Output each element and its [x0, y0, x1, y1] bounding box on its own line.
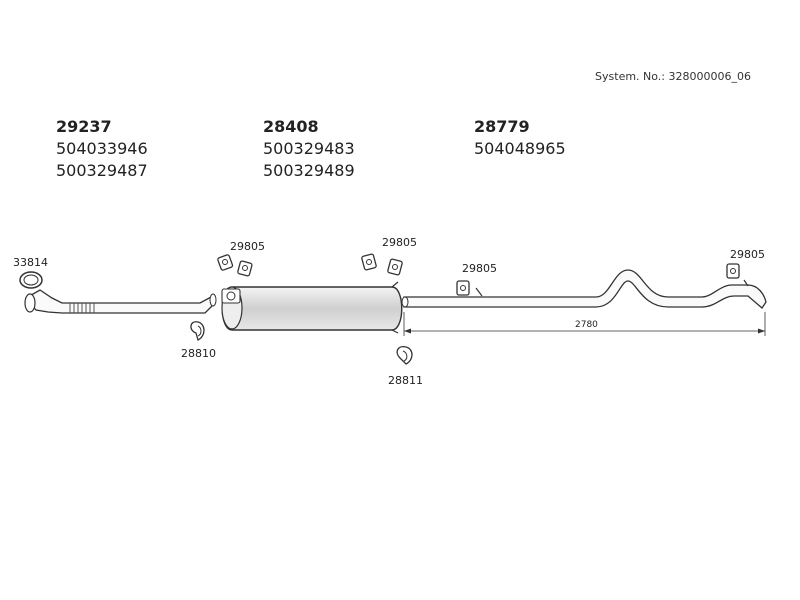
clamp-28810: [190, 321, 205, 341]
clamp-28811: [396, 346, 413, 365]
system-number: System. No.: 328000006_06: [595, 70, 751, 83]
rubber-hanger-29805-d: [726, 263, 740, 279]
group-tail-pipe: 28779 504048965: [474, 116, 566, 160]
tail-pipe: [401, 269, 767, 309]
rubber-hanger-29805-c: [456, 280, 470, 296]
group-sub-number: 500329487: [56, 161, 148, 180]
group-sub-number: 504048965: [474, 139, 566, 158]
dimension-value: 2780: [575, 320, 598, 330]
clamp-33814: [19, 271, 43, 289]
rubber-hanger-29805-a: [217, 254, 253, 277]
front-pipe: [24, 289, 217, 314]
group-sub-number: 500329489: [263, 161, 355, 180]
group-main-number: 29237: [56, 117, 112, 136]
part-label-33814: 33814: [13, 256, 48, 269]
part-label-29805: 29805: [462, 262, 497, 275]
group-main-number: 28408: [263, 117, 319, 136]
muffler: [221, 281, 403, 334]
part-label-29805: 29805: [382, 236, 417, 249]
part-label-29805: 29805: [730, 248, 765, 261]
group-sub-number: 500329483: [263, 139, 355, 158]
group-main-number: 28779: [474, 117, 530, 136]
group-front-pipe: 29237 504033946 500329487: [56, 116, 148, 182]
part-label-29805: 29805: [230, 240, 265, 253]
part-label-28811: 28811: [388, 374, 423, 387]
group-muffler: 28408 500329483 500329489: [263, 116, 355, 182]
group-sub-number: 504033946: [56, 139, 148, 158]
part-label-28810: 28810: [181, 347, 216, 360]
rubber-hanger-29805-b: [361, 253, 403, 276]
dimension-line: [403, 312, 766, 336]
